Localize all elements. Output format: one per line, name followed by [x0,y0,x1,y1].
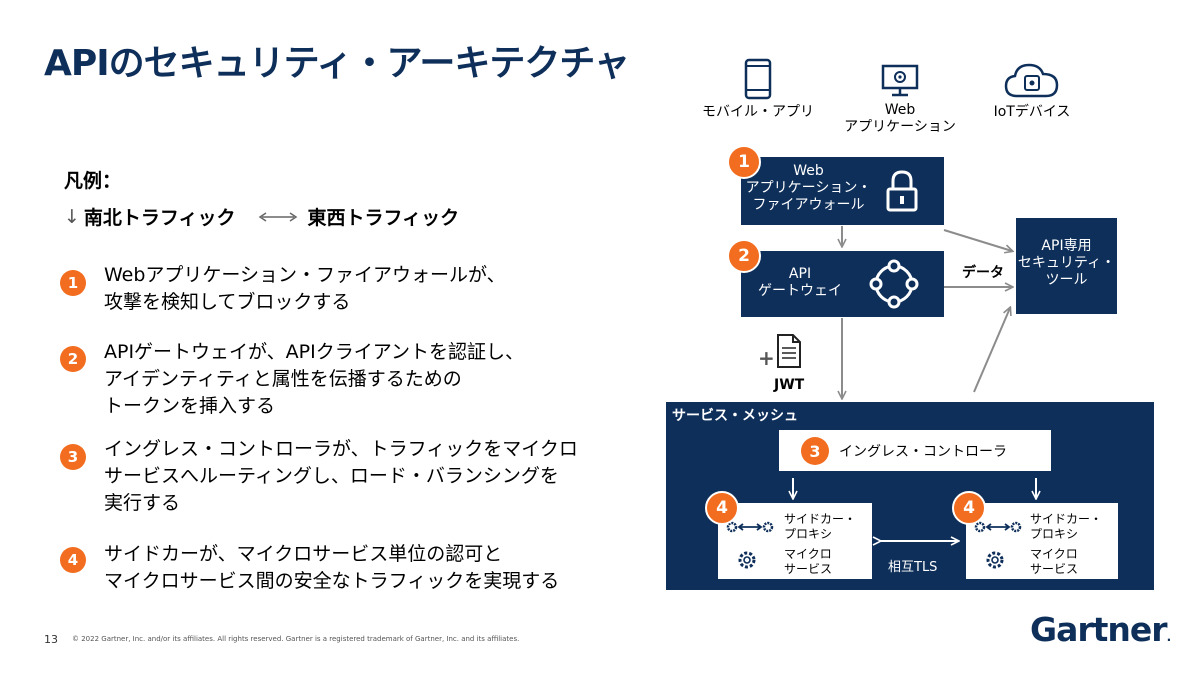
client-label: IoTデバイス [993,104,1071,120]
gateway-label: API ゲートウェイ [741,266,859,300]
waf-line: Web [793,163,824,179]
microservice-line: マイクロ [784,547,832,561]
item-1-text: Webアプリケーション・ファイアウォールが、 攻撃を検知してブロックする [104,262,506,316]
client-label: モバイル・アプリ [702,104,814,120]
sidecar-proxy-label: サイドカー・ プロキシ [784,512,856,542]
item-line: APIゲートウェイが、APIクライアントを認証し、 [104,341,524,363]
page-number: 13 [44,633,58,646]
item-2-text: APIゲートウェイが、APIクライアントを認証し、 アイデンティティと属性を伝播… [104,339,524,420]
logo-dot: . [1166,630,1171,644]
mtls-label: 相互TLS [888,560,938,575]
client-iot-device: IoTデバイス [970,60,1094,121]
legend-ew-label: 東西トラフィック [307,207,460,229]
monitor-gear-icon [881,64,919,97]
microservice-line: マイクロ [1030,547,1078,561]
client-mobile-app: モバイル・アプリ [690,58,826,121]
logo-text: Gartner [1030,610,1168,649]
jwt-label: JWT [774,377,805,393]
legend-ns-label: 南北トラフィック [83,207,236,229]
item-4-text: サイドカーが、マイクロサービス単位の認可と マイクロサービス間の安全なトラフィッ… [104,541,559,595]
sidecar-proxy-line: プロキシ [1030,527,1079,541]
arrow-down-icon: ↓ [64,205,80,228]
waf-line: アプリケーション・ [745,180,872,196]
client-label: Web [884,102,916,118]
mobile-icon [744,58,772,100]
microservice-line: サービス [784,562,833,576]
security-tool-line: ツール [1045,272,1088,288]
item-line: 攻撃を検知してブロックする [104,291,351,313]
item-line: トークンを挿入する [104,395,276,417]
gateway-line: API [788,266,812,282]
sidecar-proxy-line: プロキシ [784,527,833,541]
arrow-waf-to-tool [943,229,1012,251]
legend: ↓ 南北トラフィック 東西トラフィック [64,203,459,230]
microservice-label: マイクロ サービス [784,547,832,577]
item-line: サービスへルーティングし、ロード・バランシングを [104,465,559,487]
data-label: データ [962,265,1004,281]
sidecar-proxy-line: サイドカー・ [1030,512,1103,526]
waf-label: Web アプリケーション・ ファイアウォール [741,163,876,214]
item-line: アイデンティティと属性を伝播するための [104,368,462,390]
copyright-text: © 2022 Gartner, Inc. and/or its affiliat… [72,635,520,643]
security-tool-line: セキュリティ・ [1017,255,1116,271]
sidecar-box-right: サイドカー・ プロキシ マイクロ サービス [966,503,1118,579]
waf-badge: 1 [727,145,761,179]
network-ring-icon [869,259,919,309]
client-label: アプリケーション [844,119,956,135]
cloud-device-icon [1004,63,1059,98]
api-security-tool-box: API専用 セキュリティ・ ツール [1016,218,1117,314]
item-line: マイクロサービス間の安全なトラフィックを実現する [104,570,560,592]
sidecar-proxy-line: サイドカー・ [784,512,857,526]
gears-arrows-icon [974,521,1022,533]
item-line: イングレス・コントローラが、トラフィックをマイクロ [104,438,578,460]
service-mesh-label: サービス・メッシュ [672,408,798,424]
waf-box: Web アプリケーション・ ファイアウォール [741,157,944,225]
gartner-logo: Gartner. [1030,610,1171,649]
gateway-badge: 2 [727,239,761,273]
client-web-app: Web アプリケーション [830,64,970,136]
arrow-mesh-to-tool [973,308,1010,393]
api-gateway-box: API ゲートウェイ [741,251,944,317]
item-line: サイドカーが、マイクロサービス単位の認可と [104,543,503,565]
gear-icon [738,551,756,569]
item-1-badge: 1 [60,270,86,296]
item-3-badge: 3 [60,444,86,470]
double-arrow-icon [258,211,297,222]
lock-icon [886,170,918,212]
sidecar-box-left: サイドカー・ プロキシ マイクロ サービス [718,503,872,579]
gears-arrows-icon [726,521,774,533]
gateway-line: ゲートウェイ [758,283,842,299]
item-2-badge: 2 [60,346,86,372]
document-icon [777,334,801,368]
item-line: Webアプリケーション・ファイアウォールが、 [104,264,506,286]
microservice-label: マイクロ サービス [1030,547,1078,577]
sidecar-badge-left: 4 [705,491,739,525]
legend-heading: 凡例： [64,170,122,192]
ingress-label: イングレス・コントローラ [839,444,1007,460]
page-title: APIのセキュリティ・アーキテクチャ [44,43,630,84]
item-4-badge: 4 [60,547,86,573]
item-3-text: イングレス・コントローラが、トラフィックをマイクロ サービスへルーティングし、ロ… [104,436,578,517]
ingress-badge: 3 [801,437,829,465]
item-line: 実行する [104,492,181,514]
microservice-line: サービス [1030,562,1079,576]
sidecar-badge-right: 4 [952,491,986,525]
waf-line: ファイアウォール [752,197,865,213]
security-tool-line: API専用 [1041,238,1092,254]
jwt-plus: + [758,346,775,370]
gear-icon [986,551,1004,569]
sidecar-proxy-label: サイドカー・ プロキシ [1030,512,1102,542]
security-tool-label: API専用 セキュリティ・ ツール [1016,238,1117,289]
